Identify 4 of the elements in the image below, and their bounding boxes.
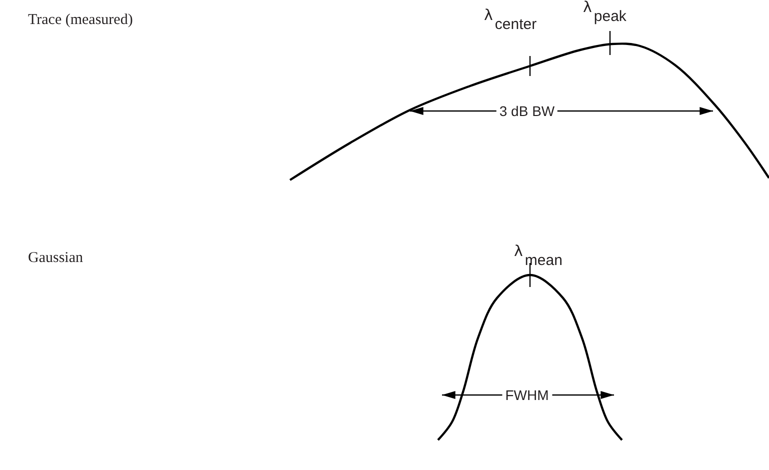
dimension-label: 3 dB BW [496,104,558,118]
row-label: Gaussian [28,251,83,266]
row-label: Trace (measured) [28,13,133,28]
dimension-label: FWHM [502,388,552,402]
